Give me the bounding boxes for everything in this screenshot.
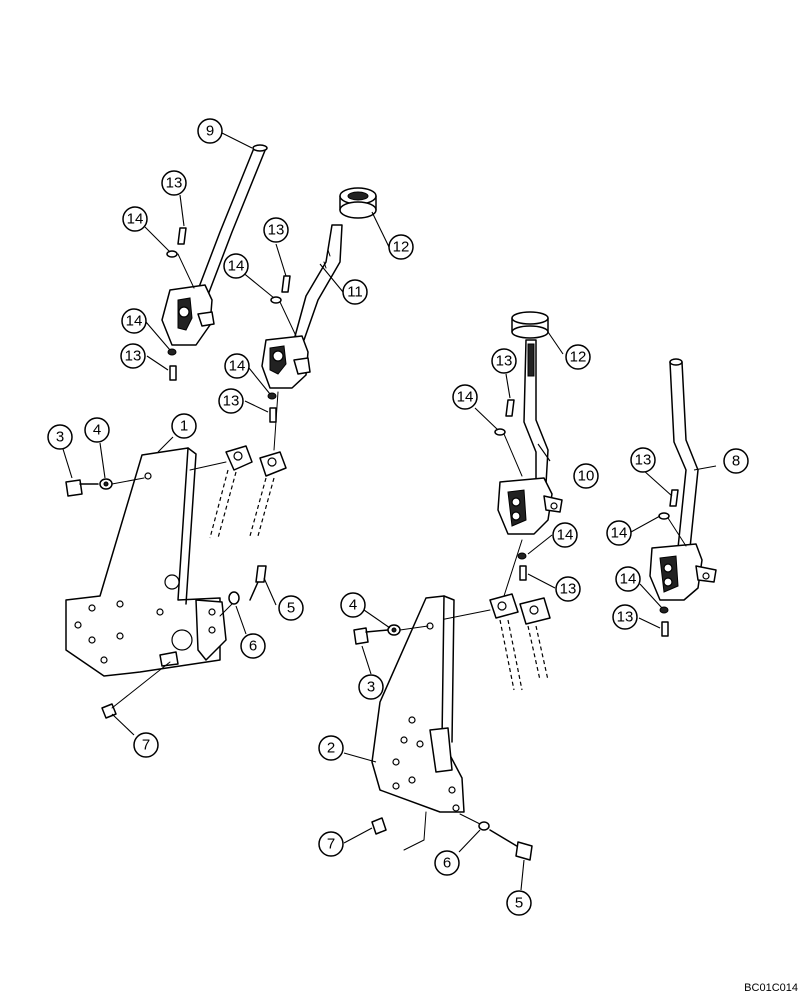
callout-1: 1 xyxy=(171,413,197,439)
callout-13: 13 xyxy=(161,170,187,196)
lever-8 xyxy=(649,358,717,601)
svg-text:13: 13 xyxy=(560,581,577,598)
bracket-1 xyxy=(65,447,227,677)
bracket-2 xyxy=(371,595,465,851)
svg-text:10: 10 xyxy=(578,468,595,485)
callout-12: 12 xyxy=(388,234,414,260)
bolt-5-right xyxy=(489,829,533,861)
svg-text:6: 6 xyxy=(249,638,257,655)
svg-text:13: 13 xyxy=(496,353,513,370)
svg-text:14: 14 xyxy=(620,571,637,588)
nut-7-right xyxy=(371,817,387,835)
knob-12-upper xyxy=(339,187,377,219)
callout-12: 12 xyxy=(565,344,591,370)
svg-text:14: 14 xyxy=(457,389,474,406)
linkage-right xyxy=(439,593,551,691)
pin-13-lever-9 xyxy=(166,227,195,289)
svg-text:7: 7 xyxy=(142,737,150,754)
svg-text:4: 4 xyxy=(349,597,357,614)
pin-13-lever-11 xyxy=(270,275,297,337)
bolt-3-right xyxy=(353,627,389,645)
pin-13-lower-lever-8 xyxy=(659,606,669,637)
callout-14: 14 xyxy=(223,253,249,279)
svg-text:13: 13 xyxy=(635,452,652,469)
callout-13: 13 xyxy=(120,343,146,369)
washer-6-left xyxy=(219,591,240,617)
knob-12-lower xyxy=(511,311,549,339)
svg-text:5: 5 xyxy=(515,895,523,912)
svg-text:14: 14 xyxy=(557,527,574,544)
callout-9: 9 xyxy=(197,118,223,144)
drawing-reference-code: BC01C014 xyxy=(744,982,798,994)
callout-14: 14 xyxy=(224,353,250,379)
washer-6-right xyxy=(459,813,490,831)
callout-14: 14 xyxy=(552,522,578,548)
svg-text:2: 2 xyxy=(327,740,335,757)
svg-text:12: 12 xyxy=(393,239,410,256)
callout-3: 3 xyxy=(47,424,73,450)
pin-13-lower-lever-10 xyxy=(503,539,527,597)
svg-text:11: 11 xyxy=(347,284,363,301)
callout-6: 6 xyxy=(434,850,460,876)
callout-6: 6 xyxy=(240,633,266,659)
callout-13: 13 xyxy=(263,217,289,243)
svg-text:3: 3 xyxy=(56,429,64,446)
pin-13-lower-lever-11 xyxy=(267,392,277,423)
svg-text:8: 8 xyxy=(732,453,740,470)
callout-13: 13 xyxy=(491,348,517,374)
svg-text:5: 5 xyxy=(287,600,295,617)
lever-9 xyxy=(161,144,268,346)
linkage-left xyxy=(189,391,287,539)
callout-10: 10 xyxy=(573,463,599,489)
svg-text:4: 4 xyxy=(93,422,101,439)
callout-13: 13 xyxy=(218,388,244,414)
callout-13: 13 xyxy=(555,576,581,602)
callout-3: 3 xyxy=(358,674,384,700)
bolt-3-left xyxy=(65,479,99,497)
svg-text:13: 13 xyxy=(166,175,183,192)
svg-text:14: 14 xyxy=(228,258,245,275)
callout-14: 14 xyxy=(452,384,478,410)
callout-14: 14 xyxy=(121,308,147,334)
callout-14: 14 xyxy=(615,566,641,592)
washer-4-left xyxy=(99,477,145,490)
svg-text:13: 13 xyxy=(268,222,285,239)
lever-11 xyxy=(261,224,343,389)
svg-text:6: 6 xyxy=(443,855,451,872)
svg-text:13: 13 xyxy=(223,393,240,410)
callout-5: 5 xyxy=(506,890,532,916)
lever-10 xyxy=(497,339,563,535)
callout-14: 14 xyxy=(122,206,148,232)
callout-2: 2 xyxy=(318,735,344,761)
bolt-5-left xyxy=(249,565,267,601)
svg-text:14: 14 xyxy=(229,358,246,375)
callout-14: 14 xyxy=(606,520,632,546)
callout-11: 11 xyxy=(342,279,368,305)
svg-text:13: 13 xyxy=(125,348,142,365)
callout-5: 5 xyxy=(278,595,304,621)
callout-13: 13 xyxy=(630,447,656,473)
svg-text:12: 12 xyxy=(570,349,587,366)
pin-13-lever-10 xyxy=(494,399,523,477)
callout-8: 8 xyxy=(723,448,749,474)
callout-7: 7 xyxy=(318,831,344,857)
svg-text:7: 7 xyxy=(327,836,335,853)
leader-lines xyxy=(62,132,717,891)
svg-text:14: 14 xyxy=(611,525,628,542)
callout-13: 13 xyxy=(612,604,638,630)
callout-7: 7 xyxy=(133,732,159,758)
callout-4: 4 xyxy=(84,417,110,443)
svg-text:13: 13 xyxy=(617,609,634,626)
callout-4: 4 xyxy=(340,592,366,618)
svg-text:14: 14 xyxy=(126,313,143,330)
svg-text:3: 3 xyxy=(367,679,375,696)
washer-4-right xyxy=(387,624,429,636)
svg-text:1: 1 xyxy=(180,418,188,435)
pin-13-lower-lever-9 xyxy=(167,348,177,381)
svg-text:9: 9 xyxy=(206,123,214,140)
svg-text:14: 14 xyxy=(127,211,144,228)
